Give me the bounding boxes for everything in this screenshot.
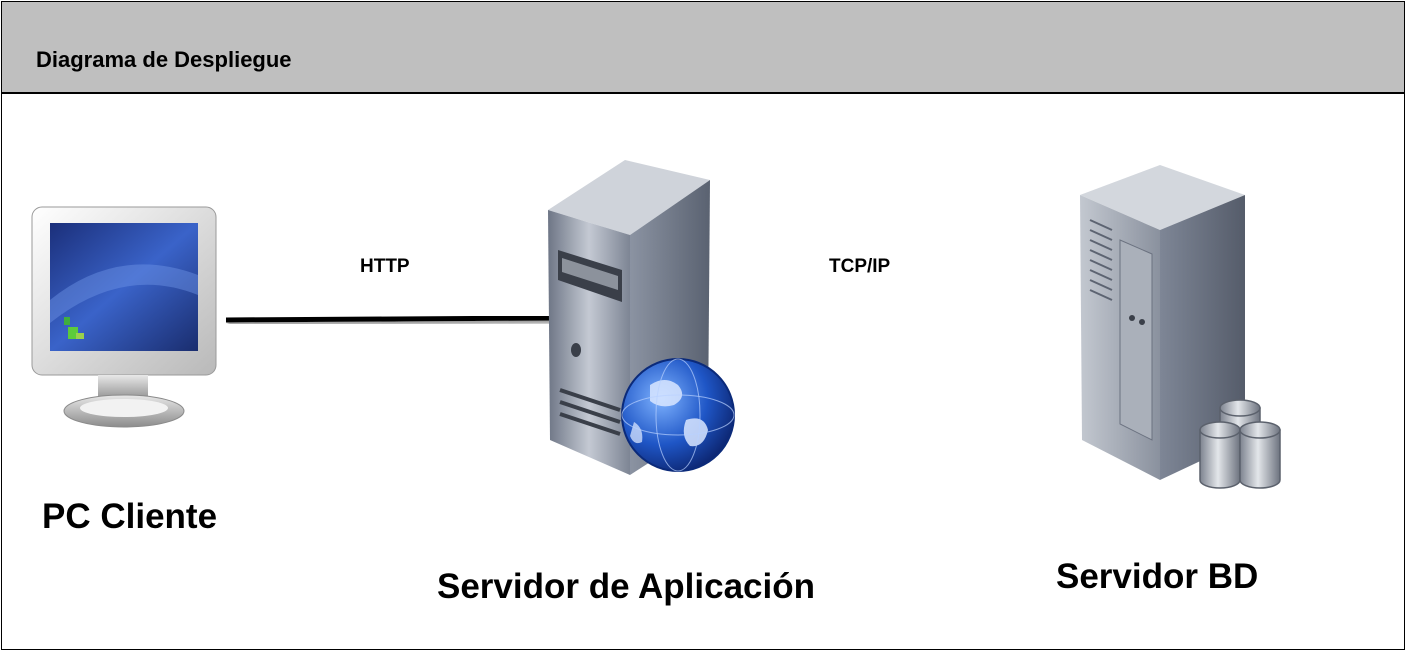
diagram-title: Diagrama de Despliegue xyxy=(36,47,292,72)
title-bar: Diagrama de Despliegue xyxy=(2,2,1404,94)
node-label-servidor-bd: Servidor BD xyxy=(1056,557,1259,596)
desktop-monitor-icon xyxy=(31,206,217,428)
node-label-pc-cliente: PC Cliente xyxy=(42,497,218,536)
link-label-http: HTTP xyxy=(360,256,410,277)
database-server-icon xyxy=(1080,165,1281,489)
web-server-globe-icon xyxy=(548,160,735,475)
link-http-line xyxy=(225,315,558,323)
link-label-tcpip: TCP/IP xyxy=(829,256,891,277)
node-label-servidor-aplicacion: Servidor de Aplicación xyxy=(437,567,815,606)
